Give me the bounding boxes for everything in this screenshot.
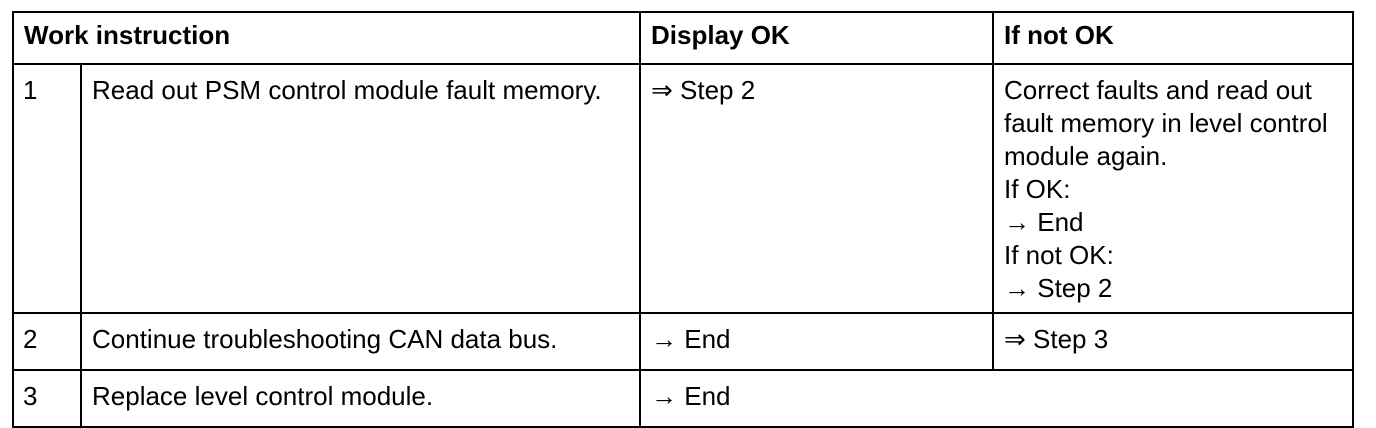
if-not-ok-line: If not OK: (1004, 240, 1114, 270)
if-not-ok-line: Correct faults and read out (1004, 75, 1312, 105)
header-if-not-ok: If not OK (992, 11, 1354, 65)
header-display-ok: Display OK (639, 11, 994, 65)
step-number: 2 (12, 312, 82, 371)
table-header-row: Work instruction Display OK If not OK (12, 11, 1354, 65)
table-row: 1 Read out PSM control module fault memo… (12, 63, 1354, 314)
step-number: 3 (12, 369, 82, 428)
table-row: 2 Continue troubleshooting CAN data bus.… (12, 312, 1354, 371)
if-not-ok-line: → End (1004, 207, 1084, 237)
step-number: 1 (12, 63, 82, 314)
instruction-cell: Continue troubleshooting CAN data bus. (80, 312, 641, 371)
instruction-cell: Read out PSM control module fault memory… (80, 63, 641, 314)
instruction-cell: Replace level control module. (80, 369, 641, 428)
work-instruction-table-container: Work instruction Display OK If not OK 1 … (12, 11, 1354, 428)
display-ok-cell: → End (639, 369, 1354, 428)
if-not-ok-line: fault memory in level control (1004, 108, 1328, 138)
if-not-ok-line: → Step 2 (1004, 273, 1113, 303)
if-not-ok-line: If OK: (1004, 174, 1071, 204)
display-ok-cell: → End (639, 312, 994, 371)
if-not-ok-line: ⇒ Step 3 (1004, 324, 1109, 354)
if-not-ok-cell: Correct faults and read out fault memory… (992, 63, 1354, 314)
work-instruction-table: Work instruction Display OK If not OK 1 … (12, 11, 1354, 428)
table-row: 3 Replace level control module. → End (12, 369, 1354, 428)
if-not-ok-line: module again. (1004, 141, 1168, 171)
if-not-ok-cell: ⇒ Step 3 (992, 312, 1354, 371)
header-work-instruction: Work instruction (12, 11, 641, 65)
display-ok-cell: ⇒ Step 2 (639, 63, 994, 314)
